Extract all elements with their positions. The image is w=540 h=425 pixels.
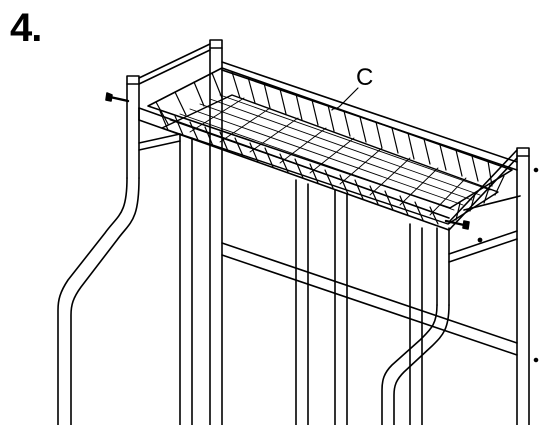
- basket-floor-grid: [169, 94, 491, 217]
- basket-side-wires: [155, 71, 505, 225]
- step-number: 4.: [10, 6, 42, 50]
- left-front-post: [57, 75, 140, 425]
- wire-basket: [147, 67, 513, 225]
- lower-frame: [138, 133, 518, 425]
- left-rear-post: [209, 39, 223, 425]
- right-front-post: [381, 227, 450, 425]
- right-rear-post: [516, 147, 539, 425]
- front-frame-rail: [138, 107, 450, 231]
- right-bolt-icon: [444, 219, 470, 230]
- left-bolt-icon: [105, 92, 130, 103]
- part-label-c: C: [331, 64, 373, 111]
- part-c-label: C: [356, 64, 373, 91]
